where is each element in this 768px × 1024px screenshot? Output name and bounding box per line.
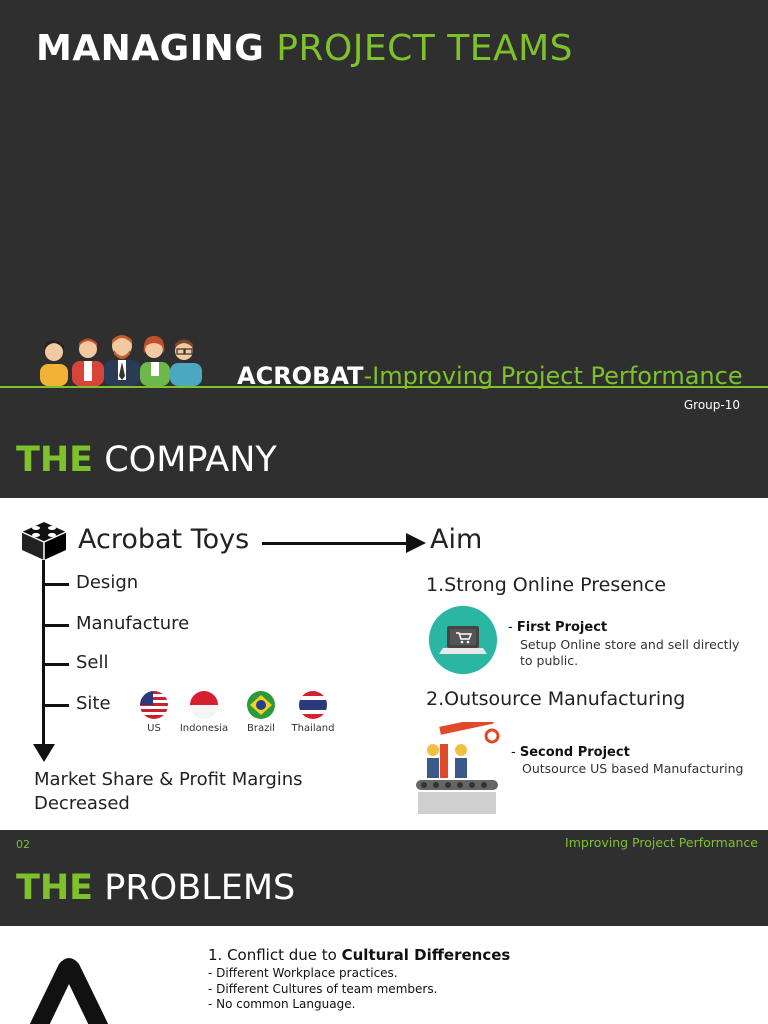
- indonesia-flag-icon: [190, 691, 218, 719]
- title-slide: MANAGING PROJECT TEAMS ACROBAT-Improving: [0, 0, 768, 430]
- title-divider: [0, 386, 768, 388]
- company-slide-header: THE COMPANY: [0, 430, 768, 498]
- company-name: Acrobat Toys: [78, 524, 250, 555]
- presentation-subtitle: ACROBAT-Improving Project Performance: [237, 362, 743, 390]
- slide-title-bold: THE: [16, 440, 94, 480]
- branch-site: Site: [76, 693, 111, 714]
- lego-brick-icon: [21, 522, 67, 560]
- problem-1-prefix: 1. Conflict due to: [208, 946, 342, 964]
- company-slide-body: Acrobat Toys Aim Design Manufacture Sell…: [0, 498, 768, 830]
- site-label-thailand: Thailand: [291, 723, 335, 734]
- problem-item: - Different Workplace practices.: [208, 966, 398, 980]
- slide-title-rest: PROBLEMS: [104, 868, 296, 908]
- thailand-flag-icon: [299, 691, 327, 719]
- first-project-title: - First Project: [508, 620, 607, 635]
- site-label-us: US: [147, 723, 161, 734]
- online-store-icon: [429, 606, 497, 674]
- problem-1-heading: 1. Conflict due to Cultural Differences: [208, 946, 510, 964]
- problem-item: - Different Cultures of team members.: [208, 982, 438, 996]
- aim-strong-online-presence: 1.Strong Online Presence: [426, 574, 667, 596]
- team-people-icon: [40, 335, 202, 386]
- title-bold: MANAGING: [36, 28, 265, 69]
- subtitle-bold: ACROBAT: [237, 362, 364, 390]
- timeline-tick: [45, 624, 69, 627]
- acrobat-logo-icon: [29, 958, 109, 1024]
- timeline-line: [42, 560, 45, 744]
- robot-arm-factory-icon: [416, 722, 500, 814]
- problem-item: - No common Language.: [208, 997, 356, 1011]
- first-project-label: First Project: [516, 620, 608, 635]
- page-number: 02: [16, 838, 30, 851]
- branch-design: Design: [76, 572, 139, 593]
- problems-slide-title: THE PROBLEMS: [16, 868, 295, 908]
- company-slide-title: THE COMPANY: [16, 440, 277, 480]
- group-label: Group-10: [683, 398, 740, 412]
- timeline-tick: [45, 583, 69, 586]
- us-flag-icon: [140, 691, 168, 719]
- arrow-line: [262, 542, 414, 545]
- aim-outsource-manufacturing: 2.Outsource Manufacturing: [426, 688, 686, 710]
- second-project-description: Outsource US based Manufacturing: [522, 761, 744, 776]
- timeline-tick: [45, 704, 69, 707]
- slide-title-rest: COMPANY: [104, 440, 277, 480]
- first-project-description: Setup Online store and sell directly to …: [520, 637, 740, 668]
- timeline-tick: [45, 663, 69, 666]
- second-project-label: Second Project: [519, 745, 630, 760]
- result-text: Market Share & Profit Margins Decreased: [34, 769, 303, 814]
- problems-slide-header: THE PROBLEMS: [0, 858, 768, 926]
- arrow-right-icon: [406, 533, 426, 553]
- subtitle-rest: -Improving Project Performance: [363, 362, 743, 390]
- second-project-prefix: -: [511, 745, 520, 760]
- branch-manufacture: Manufacture: [76, 613, 190, 634]
- problem-1-bold: Cultural Differences: [341, 946, 511, 964]
- footer-tagline: Improving Project Performance: [565, 835, 758, 850]
- title-rest: PROJECT TEAMS: [276, 28, 574, 69]
- presentation-title: MANAGING PROJECT TEAMS: [36, 28, 573, 69]
- second-project-title: - Second Project: [511, 745, 630, 760]
- slide-title-bold: THE: [16, 868, 94, 908]
- branch-sell: Sell: [76, 652, 109, 673]
- arrow-down-icon: [33, 744, 55, 762]
- site-label-brazil: Brazil: [247, 723, 275, 734]
- site-label-indonesia: Indonesia: [179, 723, 229, 734]
- aim-label: Aim: [430, 524, 483, 555]
- first-project-prefix: -: [508, 620, 517, 635]
- company-slide-footer: 02 Improving Project Performance: [0, 830, 768, 858]
- brazil-flag-icon: [247, 691, 275, 719]
- problems-slide-body: 1. Conflict due to Cultural Differences …: [0, 926, 768, 1024]
